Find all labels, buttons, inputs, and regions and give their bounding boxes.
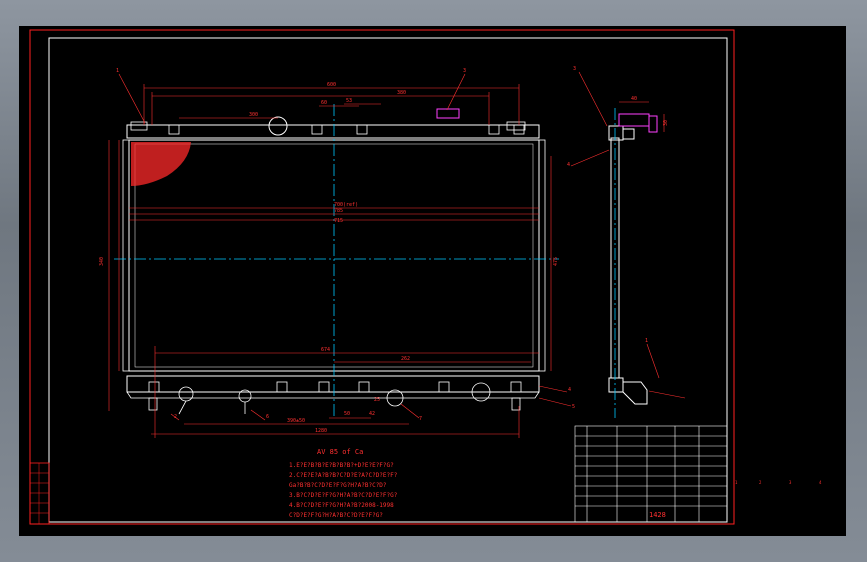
callout-7: 7 (419, 416, 422, 422)
note-line-2: 2.C?E?E?A?B?B?C?D?E?A?C?D?E?F? (289, 472, 398, 479)
side-dim-1: 40 (631, 96, 637, 102)
tb-misc-4: 4 (819, 480, 822, 485)
top-tank (126, 124, 540, 139)
dim-top-4: 60 (321, 100, 327, 106)
core-hatch (131, 142, 191, 186)
callout-6: 6 (266, 414, 269, 420)
side-callout-1: 3 (573, 66, 576, 72)
bottom-tank (126, 375, 540, 393)
dim-center-1: 700(ref) (334, 202, 358, 208)
callout-1: 1 (116, 68, 119, 74)
note-line-1: 1.E?E?B?B?E?B?B?B?+D?E?E?F?G? (289, 462, 394, 469)
tb-misc-2: 2 (759, 480, 762, 485)
dim-side-2: 475 (553, 257, 559, 266)
margin-grid (30, 463, 49, 524)
callout-4: 4 (568, 387, 571, 393)
filler-neck (268, 116, 288, 136)
inner-frame (48, 37, 728, 523)
side-dim-2: 30 (663, 120, 669, 126)
dim-center-2: 785 (334, 208, 343, 214)
note-line-3: Ga?B?B?C?D?E?F?G?H?A?B?C?D? (289, 482, 387, 489)
tb-misc-3: 3 (789, 480, 792, 485)
dim-bottom-6: 390±50 (287, 418, 305, 424)
note-line-4: 3.B?C?D?E?F?G?H?A?B?C?D?E?F?G? (289, 492, 398, 499)
dim-top-5: 53 (346, 98, 352, 104)
side-callout-2: 4 (567, 162, 570, 168)
technical-notes: AV 85 of Ca 1.E?E?B?B?E?B?B?B?+D?E?E?F?G… (289, 448, 398, 519)
callout-2: 2 (174, 414, 177, 420)
tb-misc-1: 1 (735, 480, 738, 485)
title-block (574, 425, 728, 523)
side-callout-3: 1 (645, 338, 648, 344)
cad-canvas[interactable]: 600 380 300 60 53 700(ref) 785 715 340 4… (19, 26, 846, 536)
outer-frame (29, 29, 735, 525)
radiator-drawing: 600 380 300 60 53 700(ref) 785 715 340 4… (29, 29, 822, 525)
dim-bottom-7: 1280 (315, 428, 327, 434)
dim-center-3: 715 (334, 218, 343, 224)
dim-side-1: 340 (99, 257, 105, 266)
dim-top-2: 380 (397, 90, 406, 96)
dim-bottom-3: 50 (344, 411, 350, 417)
callout-3: 3 (463, 68, 466, 74)
dim-top-1: 600 (327, 82, 336, 88)
drawing-number: 1428 (649, 511, 666, 519)
note-line-5: 4.B?C?D?E?F?G?H?A?B?2008-1998 (289, 502, 394, 509)
dim-bottom-1: 674 (321, 347, 330, 353)
note-line-6: C?D?E?F?G?H?A?B?C?D?E?F?G? (289, 512, 383, 519)
notes-title: AV 85 of Ca (317, 448, 363, 456)
side-view: 40 30 3 4 1 (567, 66, 686, 418)
front-view: 600 380 300 60 53 700(ref) 785 715 340 4… (99, 68, 575, 438)
dim-top-3: 300 (249, 112, 258, 118)
margin-strip (29, 462, 50, 525)
callout-5: 5 (572, 404, 575, 410)
dim-bottom-5: 25 (374, 397, 380, 403)
dim-bottom-2: 262 (401, 356, 410, 362)
dim-bottom-4: 42 (369, 411, 375, 417)
